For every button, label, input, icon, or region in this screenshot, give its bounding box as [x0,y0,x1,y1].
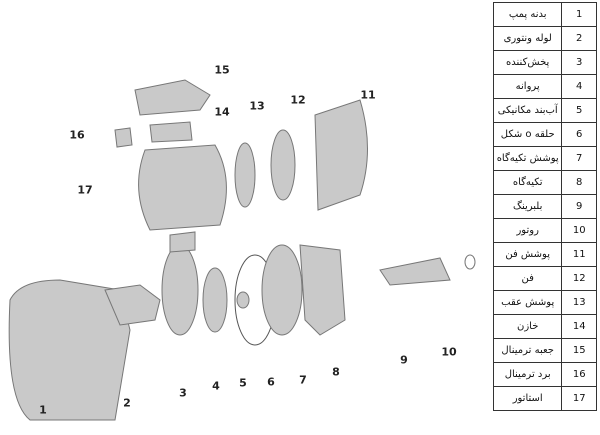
label-7: 7 [299,373,307,387]
part-number: 2 [561,26,597,51]
part-name: پروانه [492,74,563,99]
label-6: 6 [267,375,275,389]
part-name: استاتور [492,386,563,411]
part-name: بدنه پمپ [492,2,563,27]
part-number: 13 [561,290,597,315]
label-12: 12 [290,93,306,107]
part-number: 14 [561,314,597,339]
part-name: جعبه ترمینال [492,338,563,363]
part-number: 9 [561,194,597,219]
part-capacitor [149,121,193,143]
part-name: تکیه‌گاه [492,170,563,195]
label-14: 14 [214,105,230,119]
label-5: 5 [239,376,247,390]
part-number: 8 [561,170,597,195]
part-number: 4 [561,74,597,99]
part-name: پوشش فن [492,242,563,267]
part-name: لوله ونتوری [492,26,563,51]
part-name: پوشش عقب [492,290,563,315]
part-impeller [202,267,228,333]
part-name: فن [492,266,563,291]
part-pump-body [8,279,131,421]
part-number: 17 [561,386,597,411]
label-1: 1 [39,403,47,417]
part-name: آب‌بند مکانیکی [492,98,563,123]
part-rear-cover [234,142,256,208]
part-number: 1 [561,2,597,27]
part-number: 3 [561,50,597,75]
label-17: 17 [77,183,93,197]
part-number: 5 [561,98,597,123]
label-15: 15 [214,63,230,77]
part-rotor [379,257,451,286]
label-2: 2 [123,396,131,410]
part-name: بلبرینگ [492,194,563,219]
part-name: پخش‌کننده [492,50,563,75]
label-13: 13 [249,99,265,113]
part-bearing-support [299,244,346,336]
part-stator [138,144,227,231]
part-seal [236,291,250,309]
part-number: 7 [561,146,597,171]
pump-parts-drawing [8,79,476,421]
part-number: 10 [561,218,597,243]
part-diffuser [161,244,199,336]
part-terminal-box [134,79,211,116]
part-name: برد ترمینال [492,362,563,387]
part-name: حلقه o شکل [492,122,563,147]
part-number: 12 [561,266,597,291]
part-name: خازن [492,314,563,339]
part-fan-cover [314,99,368,211]
part-fan [270,129,296,201]
part-venturi [104,284,161,326]
part-bearing-cover [261,244,303,336]
label-10: 10 [441,345,457,359]
label-3: 3 [179,386,187,400]
part-terminal-board [114,127,133,148]
label-16: 16 [69,128,85,142]
label-4: 4 [212,379,220,393]
part-number: 6 [561,122,597,147]
label-8: 8 [332,365,340,379]
label-9: 9 [400,353,408,367]
part-name: پوشش تکیه‌گاه [492,146,563,171]
part-number: 11 [561,242,597,267]
part-name: روتور [492,218,563,243]
part-number: 15 [561,338,597,363]
part-number: 16 [561,362,597,387]
pump-exploded-diagram: 15 14 13 12 11 16 17 1 2 3 4 5 6 7 8 9 1… [8,63,476,421]
part-ring [464,254,476,270]
label-11: 11 [360,88,376,102]
